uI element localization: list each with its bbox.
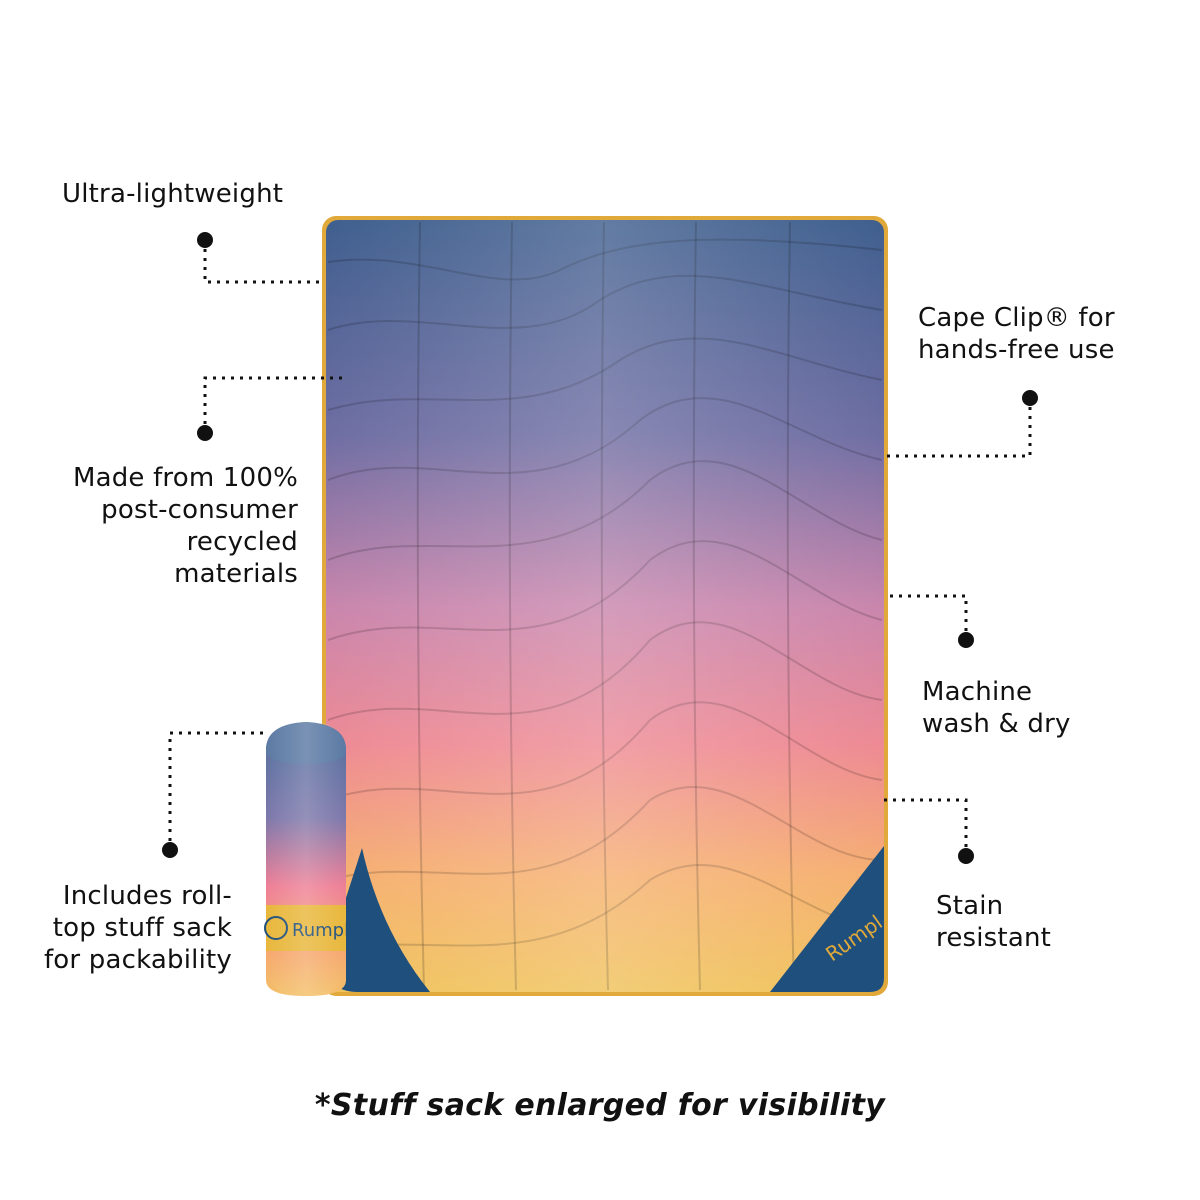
feature-machine-wash: Machine wash & dry xyxy=(922,677,1071,739)
stuff-sack-image: Rumpl xyxy=(264,722,349,996)
callout-dot xyxy=(197,232,213,248)
feature-stain-resistant: Stain resistant xyxy=(936,891,1052,953)
callout-dot xyxy=(958,632,974,648)
callout-dot xyxy=(197,425,213,441)
leader-ultra-lightweight xyxy=(203,240,320,284)
leader-machine-wash xyxy=(884,594,968,640)
callout-dot xyxy=(1022,390,1038,406)
leader-recycled xyxy=(203,376,348,433)
feature-recycled-materials: Made from 100% post-consumer recycled ma… xyxy=(72,463,298,589)
leader-cape-clip xyxy=(884,398,1032,458)
footnote: *Stuff sack enlarged for visibility xyxy=(314,1088,886,1123)
blanket-image: Rumpl xyxy=(322,216,888,996)
feature-ultra-lightweight: Ultra-lightweight xyxy=(62,179,284,209)
leader-stain-resistant xyxy=(884,798,968,856)
callout-dot xyxy=(958,848,974,864)
leader-stuff-sack xyxy=(168,731,268,850)
callout-dot xyxy=(162,842,178,858)
feature-stuff-sack: Includes roll- top stuff sack for packab… xyxy=(43,881,232,975)
feature-cape-clip: Cape Clip® for hands-free use xyxy=(918,303,1115,365)
